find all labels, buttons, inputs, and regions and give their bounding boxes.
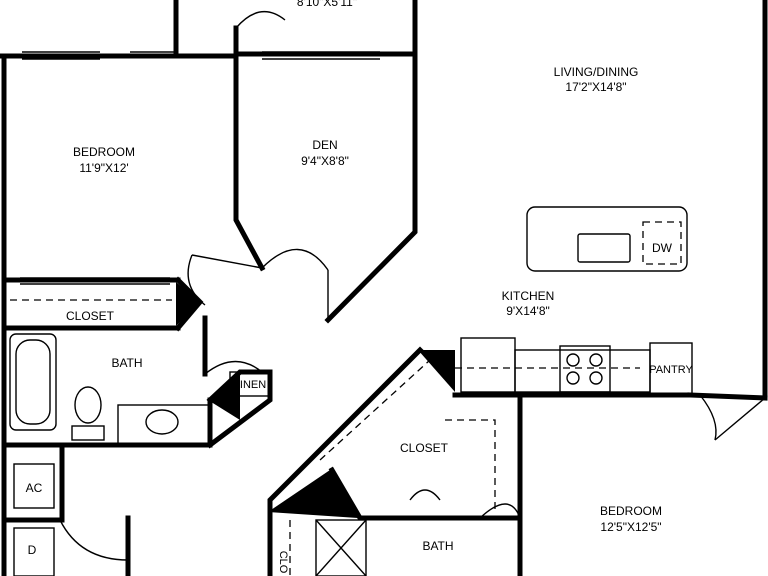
- sink-icon: [145, 409, 179, 435]
- bath2-name: BATH: [422, 539, 453, 553]
- bedroom2-dims: 12'5"X12'5": [600, 520, 661, 534]
- burner-icon: [566, 353, 580, 367]
- toilet-tank: [71, 425, 105, 441]
- closet1-name: CLOSET: [66, 309, 115, 323]
- ac-box: [13, 463, 55, 509]
- living-dining-dims: 17'2"X14'8": [565, 80, 626, 94]
- burner-icon: [589, 353, 603, 367]
- pantry-box: [649, 342, 693, 396]
- clo-name: CLO: [277, 551, 289, 574]
- d-label: D: [28, 543, 37, 557]
- linen-name: LINEN: [234, 379, 266, 391]
- top-room-dims: 8'10"X5'11": [297, 0, 357, 9]
- kitchen-name: KITCHEN: [502, 289, 555, 303]
- burner-icon: [566, 371, 580, 385]
- dishwasher-outline: [642, 221, 682, 265]
- bedroom1-dims: 11'9"X12': [79, 161, 128, 175]
- bath1-name: BATH: [111, 356, 142, 370]
- pantry-label: PANTRY: [649, 364, 693, 376]
- d-box: [13, 527, 55, 576]
- dishwasher-label: DW: [652, 241, 673, 255]
- vanity: [117, 404, 211, 446]
- shower: [315, 519, 367, 576]
- linen-box: [229, 371, 271, 397]
- range: [559, 345, 611, 393]
- den-name: DEN: [312, 138, 337, 152]
- island-sink: [577, 233, 631, 263]
- wall-wedges: [176, 282, 455, 518]
- living-dining-name: LIVING/DINING: [554, 65, 639, 79]
- bathtub: [9, 333, 57, 431]
- ac-label: AC: [26, 481, 43, 495]
- burner-icon: [589, 371, 603, 385]
- windows: [20, 51, 380, 285]
- den-dims: 9'4"X8'8": [301, 154, 349, 168]
- bedroom2-name: BEDROOM: [600, 504, 662, 518]
- tub-basin: [15, 339, 51, 425]
- room-labels: 8'10"X5'11" LIVING/DINING 17'2"X14'8" BE…: [26, 0, 694, 574]
- doors: [59, 11, 766, 561]
- fridge: [460, 337, 516, 393]
- kitchen-island: [526, 206, 688, 272]
- closet2-name: CLOSET: [400, 441, 449, 455]
- dashed-lines: [10, 299, 640, 576]
- counter: [514, 349, 651, 393]
- kitchen-dims: 9'X14'8": [506, 304, 550, 318]
- toilet-icon: [74, 386, 102, 424]
- bedroom1-name: BEDROOM: [73, 145, 135, 159]
